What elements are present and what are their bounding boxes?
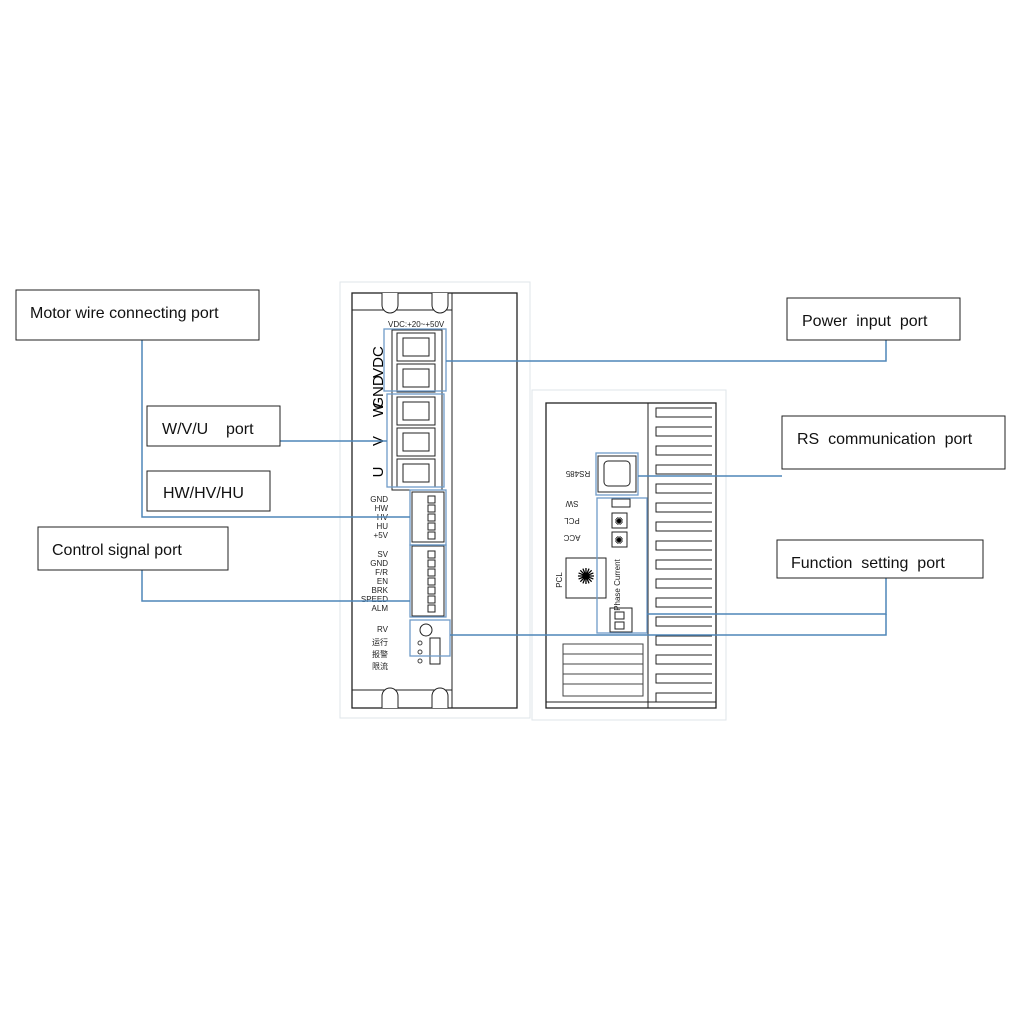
pcl-dial — [611, 512, 628, 529]
hall-pin-label: GND — [370, 495, 388, 504]
signal-pin — [427, 559, 436, 568]
label-control-signal: Control signal port — [37, 526, 229, 571]
right-driver-body: RS485 SW PCL ACC ✺ ✺ ✺ PCL Phase Current — [545, 402, 717, 709]
led-run-label: 运行 — [372, 637, 388, 647]
signal-pin-label: EN — [377, 577, 388, 586]
heatsink-fin — [655, 483, 712, 494]
gnd-label: GND — [370, 375, 387, 409]
svg-text:Power input port: Power input port — [802, 313, 928, 330]
function-terminal — [609, 607, 633, 633]
svg-text:Motor wire connecting port: Motor wire connecting port — [30, 305, 219, 322]
w-label: W — [370, 402, 387, 417]
heatsink-fin — [655, 692, 712, 703]
signal-pin — [427, 604, 436, 613]
svg-text:RS communication port: RS communication port — [797, 431, 973, 448]
signal-pin — [427, 568, 436, 577]
signal-pin-label: SV — [377, 550, 388, 559]
rv-label: RV — [377, 625, 389, 634]
label-motor-wire: Motor wire connecting port — [15, 289, 260, 341]
label-wvu-port: W/V/U port — [146, 405, 281, 447]
leader-lines — [141, 340, 887, 636]
svg-text:✺: ✺ — [614, 516, 623, 528]
signal-pin — [427, 586, 436, 595]
heatsink-fin — [655, 502, 712, 513]
label-power-input: Power input port — [786, 297, 961, 341]
heatsink-fin — [655, 559, 712, 570]
hall-pin-label: HW — [375, 504, 389, 513]
led-limit-label: 限流 — [372, 661, 388, 671]
heatsink-fin — [655, 597, 712, 608]
hall-pin — [427, 513, 436, 522]
hall-pin-label: +5V — [374, 531, 389, 540]
vdc-label: VDC — [370, 346, 387, 378]
hall-pin — [427, 522, 436, 531]
hall-pin — [427, 495, 436, 504]
hall-pin-label: HU — [376, 522, 388, 531]
heatsink-fin — [655, 445, 712, 456]
rv-potentiometer — [419, 623, 433, 637]
signal-pin — [427, 577, 436, 586]
vdc-range-label: VDC:+20~+50V — [388, 320, 445, 329]
label-hall: HW/HV/HU — [146, 470, 271, 512]
left-device-frame — [339, 281, 531, 719]
heatsink-fin — [655, 616, 712, 627]
svg-text:Function setting port: Function setting port — [791, 555, 945, 572]
signal-pin — [427, 550, 436, 559]
svg-text:Control signal port: Control signal port — [52, 542, 182, 559]
heatsink-fin — [655, 407, 712, 418]
heatsink-fin — [655, 673, 712, 684]
heatsink-fin — [655, 578, 712, 589]
heatsink-fin — [655, 654, 712, 665]
pcl2-label: PCL — [555, 572, 564, 588]
signal-pin-label: ALM — [372, 604, 389, 613]
acc-dial — [611, 531, 628, 548]
hall-pin — [427, 531, 436, 540]
hall-pin — [427, 504, 436, 513]
heatsink-fin — [655, 635, 712, 646]
right-device-frame — [531, 389, 727, 721]
pcl-label: PCL — [564, 516, 580, 525]
heatsink-fin — [655, 426, 712, 437]
svg-text:HW/HV/HU: HW/HV/HU — [163, 485, 244, 502]
phase-current-dial — [565, 557, 607, 599]
phase-current-label: Phase Current — [613, 558, 622, 610]
heatsink-fin — [655, 464, 712, 475]
sw-label: SW — [565, 499, 578, 508]
led-alarm-label: 报警 — [372, 649, 388, 659]
rs485-label: RS485 — [565, 469, 590, 478]
svg-text:✺: ✺ — [577, 564, 595, 589]
signal-pin-label: SPEED — [361, 595, 388, 604]
sw-dip-switch — [611, 498, 631, 508]
signal-pin-label: F/R — [375, 568, 388, 577]
u-label: U — [370, 467, 387, 478]
label-function-setting: Function setting port — [776, 539, 984, 579]
acc-label: ACC — [563, 533, 580, 542]
signal-pin — [427, 595, 436, 604]
left-driver-body: VDC:+20~+50V VDC GND W V U GNDHWHVHU+5V … — [351, 292, 518, 709]
heatsink-fin — [655, 540, 712, 551]
heatsink-fin — [655, 521, 712, 532]
signal-pin-label: GND — [370, 559, 388, 568]
signal-pin-label: BRK — [372, 586, 389, 595]
dip-table — [562, 643, 644, 697]
label-rs-communication: RS communication port — [781, 415, 1006, 470]
svg-text:✺: ✺ — [614, 535, 623, 547]
svg-text:W/V/U port: W/V/U port — [162, 421, 254, 438]
